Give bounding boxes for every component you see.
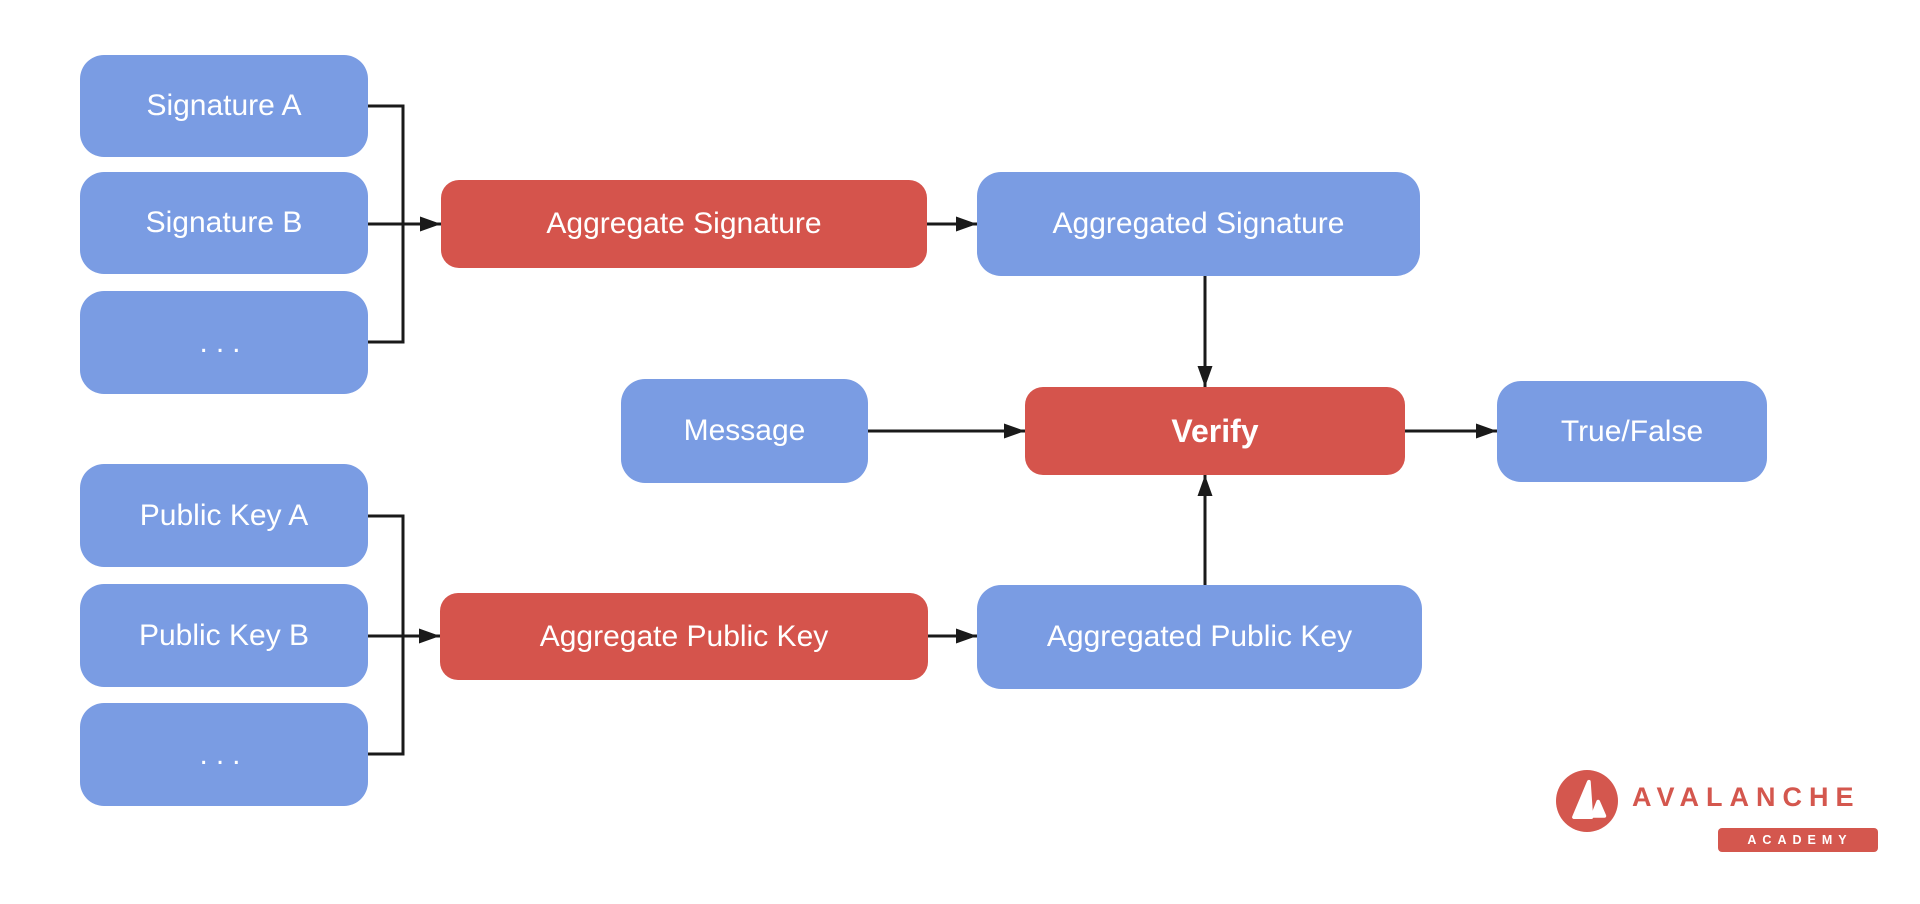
edge-publickeys-bracket [368, 514, 405, 756]
node-aggregate-public-key: Aggregate Public Key [440, 593, 928, 680]
node-signature-a: Signature A [80, 55, 368, 157]
logo-brand-text: AVALANCHE [1632, 782, 1861, 812]
node-aggregate-signature: Aggregate Signature [441, 180, 927, 268]
logo-academy-text: ACADEMY [1747, 833, 1853, 847]
node-aggregated-public-key: Aggregated Public Key [977, 585, 1422, 689]
node-public-key-b: Public Key B [80, 584, 368, 687]
node-verify: Verify [1025, 387, 1405, 475]
node-signature-b: Signature B [80, 172, 368, 274]
logo-academy-badge: ACADEMY [1718, 828, 1878, 852]
node-true-false: True/False [1497, 381, 1767, 482]
node-message: Message [621, 379, 868, 483]
node-signatures-ellipsis: ... [80, 291, 368, 394]
avalanche-academy-logo: AVALANCHE ACADEMY [1556, 768, 1886, 858]
edge-signatures-bracket [368, 104, 405, 344]
node-public-key-a: Public Key A [80, 464, 368, 567]
node-aggregated-signature: Aggregated Signature [977, 172, 1420, 276]
node-public-keys-ellipsis: ... [80, 703, 368, 806]
avalanche-icon [1556, 770, 1618, 832]
